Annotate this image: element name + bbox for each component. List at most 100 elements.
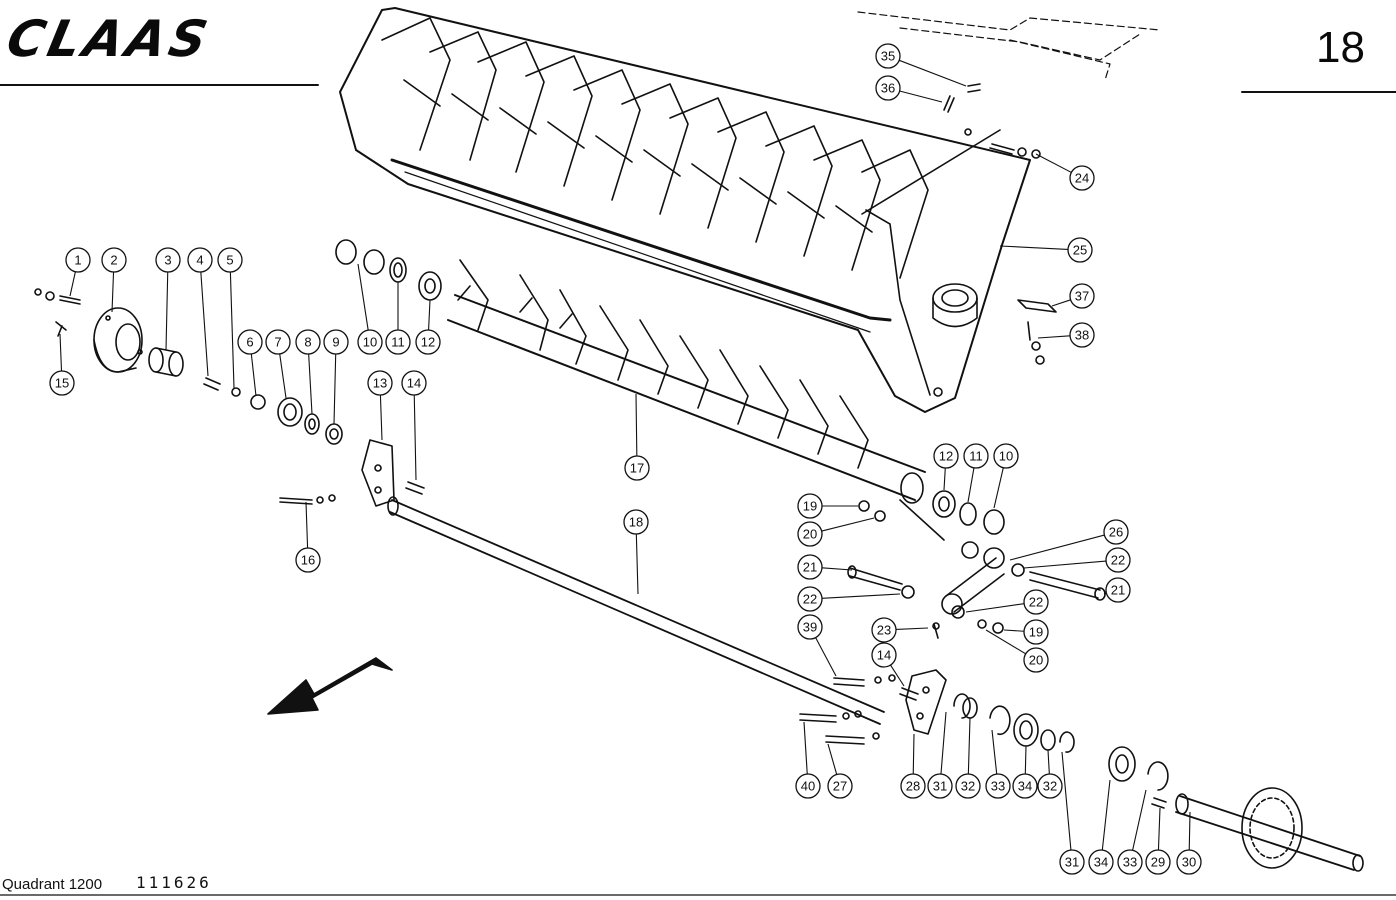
callout-23: 23 — [871, 617, 897, 643]
lever-28 — [905, 669, 947, 735]
callout-label: 12 — [421, 335, 435, 350]
callout-circle — [1037, 773, 1063, 799]
callout-22: 22 — [797, 586, 823, 612]
callout-25: 25 — [1067, 237, 1093, 263]
callout-label: 11 — [391, 335, 405, 350]
callout-circle — [1023, 589, 1049, 615]
bearing-housing-2 — [93, 307, 143, 373]
callout-11: 11 — [385, 329, 411, 355]
grease-nipple-23 — [932, 622, 940, 639]
bolt-39 — [833, 674, 896, 687]
lever-13 — [361, 439, 395, 507]
callout-circle — [797, 554, 823, 580]
callout-label: 40 — [801, 779, 815, 794]
callout-label: 38 — [1075, 328, 1089, 343]
callout-label: 36 — [881, 81, 895, 96]
callout-16: 16 — [295, 547, 321, 573]
leader-line — [357, 263, 369, 331]
callout-label: 34 — [1094, 855, 1108, 870]
callout-circle — [1176, 849, 1202, 875]
leader-line — [59, 333, 63, 372]
callout-label: 9 — [332, 335, 339, 350]
bearing-7 — [277, 397, 303, 427]
callout-29: 29 — [1145, 849, 1171, 875]
callout-label: 15 — [55, 376, 69, 391]
leader-line — [1051, 299, 1071, 307]
leader-line — [1003, 629, 1025, 632]
circlip-31b — [1059, 731, 1075, 753]
callout-label: 23 — [877, 623, 891, 638]
callout-label: 37 — [1075, 289, 1089, 304]
callout-27: 27 — [827, 773, 853, 799]
callout-label: 6 — [246, 335, 253, 350]
callout-circle — [101, 247, 127, 273]
callout-label: 26 — [1109, 525, 1123, 540]
callout-circle — [265, 329, 291, 355]
callout-2: 2 — [101, 247, 127, 273]
leader-line — [250, 353, 257, 397]
leader-line — [940, 711, 947, 775]
callout-circle — [385, 329, 411, 355]
leader-line — [413, 394, 417, 481]
callout-20: 20 — [797, 521, 823, 547]
callout-19: 19 — [1023, 619, 1049, 645]
callout-22: 22 — [1105, 547, 1131, 573]
callout-circle — [1012, 773, 1038, 799]
leader-line — [985, 629, 1026, 655]
callout-circle — [963, 443, 989, 469]
bushing-22b — [1011, 563, 1025, 577]
leader-line — [1035, 153, 1072, 173]
key-14 — [405, 481, 425, 495]
leader-line — [815, 637, 837, 677]
bushing-22a — [901, 585, 915, 599]
leader-line — [1061, 751, 1072, 851]
page-number: 18 — [1316, 23, 1365, 72]
callout-label: 22 — [1111, 553, 1125, 568]
bearing-12 — [418, 271, 442, 301]
frame-outline-dashed — [857, 11, 1161, 81]
leader-line — [1188, 811, 1191, 851]
callout-circle — [237, 329, 263, 355]
leader-line — [895, 627, 929, 631]
callout-label: 20 — [1029, 653, 1043, 668]
callout-circle — [797, 521, 823, 547]
callout-label: 20 — [803, 527, 817, 542]
callout-circle — [795, 773, 821, 799]
callout-39: 39 — [797, 614, 823, 640]
callout-circle — [49, 370, 75, 396]
callout-circle — [1069, 322, 1095, 348]
callout-label: 14 — [407, 376, 421, 391]
leader-line — [912, 733, 915, 775]
callout-label: 29 — [1151, 855, 1165, 870]
plate-37 — [1017, 299, 1057, 313]
leader-line — [379, 394, 383, 441]
circlip-31a — [953, 693, 971, 719]
callout-label: 32 — [1043, 779, 1057, 794]
callout-13: 13 — [367, 370, 393, 396]
leader-line — [821, 593, 901, 599]
leader-line — [635, 533, 639, 595]
leader-line — [229, 271, 235, 389]
callout-circle — [217, 247, 243, 273]
leader-line — [999, 245, 1069, 250]
callout-circle — [1117, 849, 1143, 875]
footer-model: Quadrant 1200 — [2, 876, 103, 893]
callout-label: 35 — [881, 49, 895, 64]
leader-line — [965, 603, 1025, 613]
pin-35 — [967, 83, 981, 93]
leader-line — [111, 271, 115, 313]
callout-circle — [295, 329, 321, 355]
bolt-16 — [279, 494, 336, 505]
leader-line — [200, 271, 209, 377]
callout-37: 37 — [1069, 283, 1095, 309]
callout-40: 40 — [795, 773, 821, 799]
callout-3: 3 — [155, 247, 181, 273]
callout-circle — [1145, 849, 1171, 875]
leader-line — [1037, 335, 1071, 339]
callout-17: 17 — [624, 455, 650, 481]
callout-label: 31 — [1065, 855, 1079, 870]
callout-label: 21 — [803, 560, 817, 575]
callout-circle — [1103, 519, 1129, 545]
